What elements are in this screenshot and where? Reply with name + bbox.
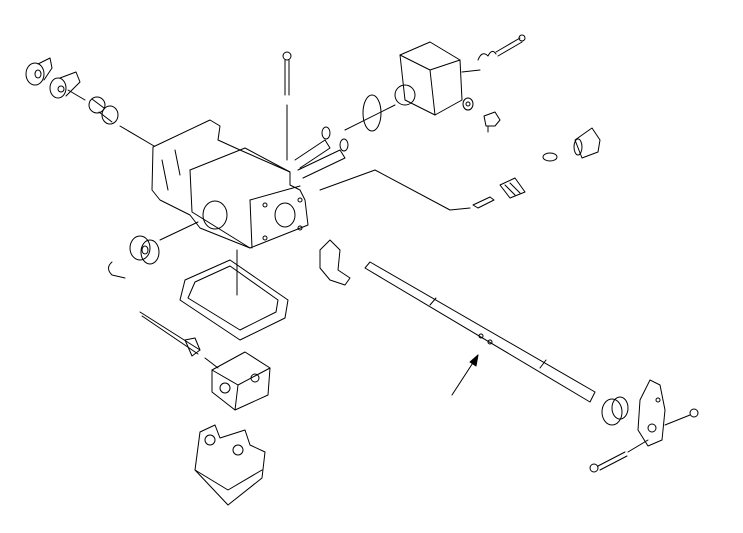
shift-shaft-part xyxy=(364,261,596,403)
shift-fork-part xyxy=(319,239,351,286)
arrow-pointer xyxy=(451,354,479,396)
plug-part xyxy=(483,111,501,133)
transfer-case-housing xyxy=(151,119,309,249)
bolt-part xyxy=(282,51,292,161)
actuator-housing-part xyxy=(394,41,481,116)
small-washer-part xyxy=(462,97,474,111)
lever-plate-part xyxy=(49,71,86,101)
bracket-part xyxy=(194,424,266,506)
detent-spring-part xyxy=(472,127,601,209)
cover-gasket-part xyxy=(179,249,289,341)
bushing-part xyxy=(88,96,155,147)
shift-lever-part xyxy=(637,379,699,447)
washer-part xyxy=(25,57,53,86)
shift-rods-part xyxy=(294,104,396,179)
oring-part xyxy=(362,94,382,132)
pin-part xyxy=(139,311,219,369)
lever-bolt-part xyxy=(589,439,649,473)
oil-seal-part xyxy=(108,221,199,279)
spring-bolt-part xyxy=(477,34,526,61)
end-seal-part xyxy=(601,396,629,426)
leader-line xyxy=(319,169,471,211)
switch-housing-part xyxy=(211,351,271,411)
